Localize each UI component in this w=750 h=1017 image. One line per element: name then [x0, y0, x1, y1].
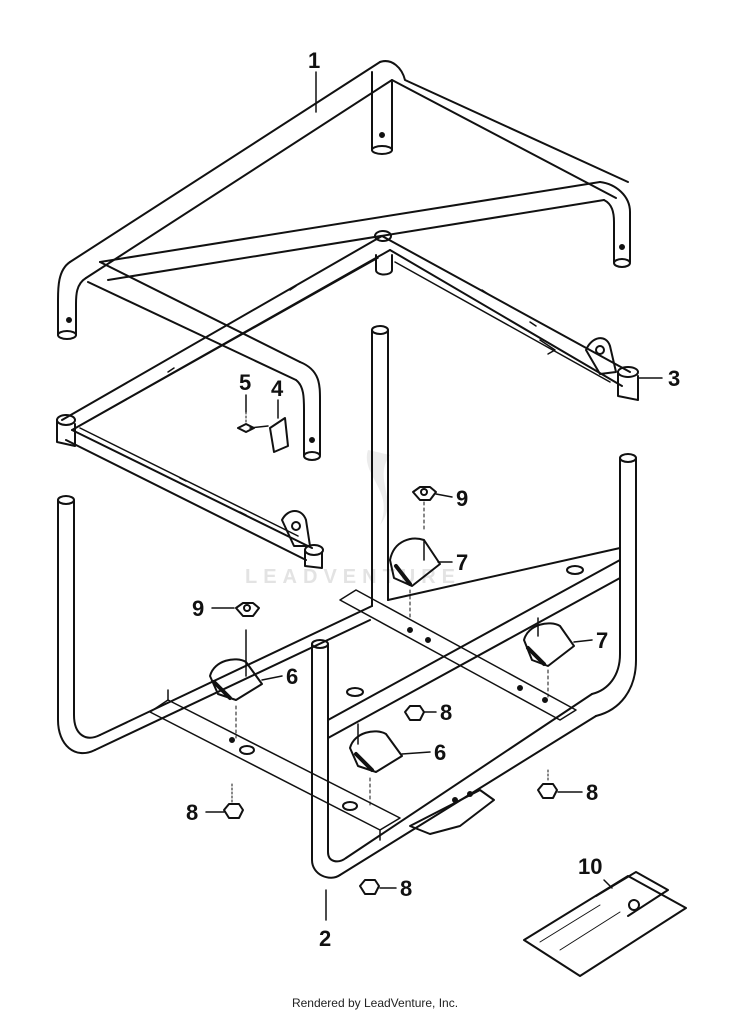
mounting-bracket-frame [56, 230, 639, 569]
callout-8-center: 8 [440, 700, 452, 725]
callout-5: 5 [239, 370, 251, 395]
nut-8-left [223, 783, 244, 819]
callouts: 1 2 3 4 5 6 6 7 7 8 8 8 8 9 9 10 [186, 48, 680, 951]
callout-6-left: 6 [286, 664, 298, 689]
callout-1: 1 [308, 48, 320, 73]
callout-8-bottom: 8 [400, 876, 412, 901]
base-frame [57, 325, 637, 879]
callout-9-upper: 9 [456, 486, 468, 511]
callout-4: 4 [271, 376, 284, 401]
tool-pouch-10 [523, 871, 687, 977]
nut-8-center [404, 705, 425, 721]
nut-9-left [235, 602, 260, 617]
nut-8-right [537, 769, 558, 799]
callout-9-left: 9 [192, 596, 204, 621]
callout-2: 2 [319, 926, 331, 951]
bolt-5 [237, 411, 269, 433]
leader-lines [205, 71, 663, 921]
callout-3: 3 [668, 366, 680, 391]
footer-credit: Rendered by LeadVenture, Inc. [291, 996, 459, 1010]
vibration-mount-6-left [209, 629, 263, 739]
vibration-mount-6-center [349, 723, 403, 809]
watermark: LEADVENTURE [245, 450, 461, 588]
nut-9-upper [412, 486, 437, 533]
clip-nut-4 [269, 409, 289, 453]
handle-frame [57, 60, 631, 461]
callout-8-right: 8 [586, 780, 598, 805]
nut-8-bottom [359, 879, 380, 895]
callout-8-left: 8 [186, 800, 198, 825]
watermark-text: LEADVENTURE [245, 566, 461, 588]
vibration-mount-7-upper [389, 537, 441, 621]
callout-10: 10 [578, 854, 602, 879]
callout-7-upper: 7 [456, 550, 468, 575]
vibration-mount-7-right [523, 617, 575, 701]
callout-7-right: 7 [596, 628, 608, 653]
callout-6-center: 6 [434, 740, 446, 765]
